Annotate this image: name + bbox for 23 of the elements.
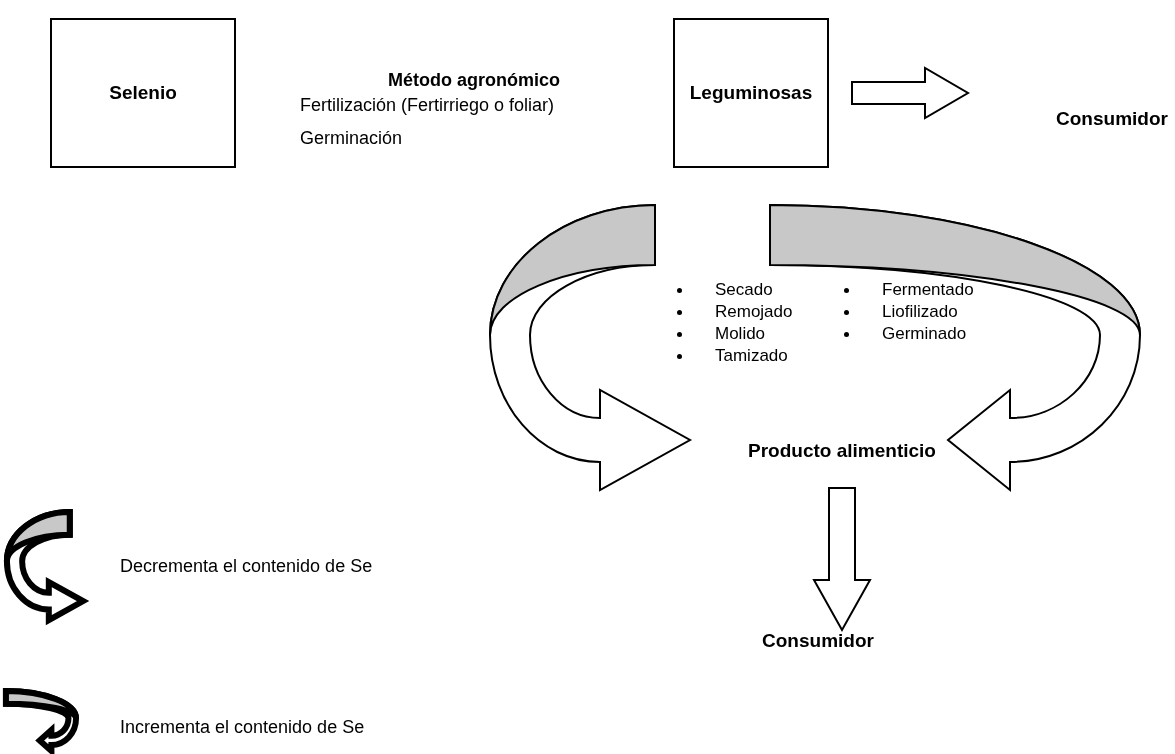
node-text: Producto alimenticio bbox=[748, 440, 936, 462]
list-item: Fermentado bbox=[882, 280, 974, 300]
list-item: Tamizado bbox=[715, 346, 788, 366]
method-text: Germinación bbox=[300, 128, 403, 149]
node-text: Consumidor bbox=[762, 630, 874, 652]
box-label: Selenio bbox=[109, 82, 177, 104]
list-item: Liofilizado bbox=[882, 302, 958, 322]
curved-arrow bbox=[489, 204, 691, 491]
legend-text: Decrementa el contenido de Se bbox=[120, 556, 373, 577]
list-item: Molido bbox=[715, 324, 766, 344]
legend-text: Incrementa el contenido de Se bbox=[120, 717, 365, 738]
method-text: Fertilización (Fertirriego o foliar) bbox=[300, 95, 555, 116]
process-box bbox=[673, 18, 829, 168]
block-arrow bbox=[851, 66, 970, 120]
list-item: Secado bbox=[715, 280, 773, 300]
method-heading: Método agronómico bbox=[388, 70, 560, 91]
curved-arrow bbox=[769, 204, 1141, 491]
node-text: Consumidor bbox=[1056, 108, 1168, 130]
process-box bbox=[50, 18, 236, 168]
box-label: Leguminosas bbox=[689, 82, 813, 104]
list-item: Remojado bbox=[715, 302, 793, 322]
block-arrow bbox=[812, 487, 872, 633]
list-item: Germinado bbox=[882, 324, 967, 344]
